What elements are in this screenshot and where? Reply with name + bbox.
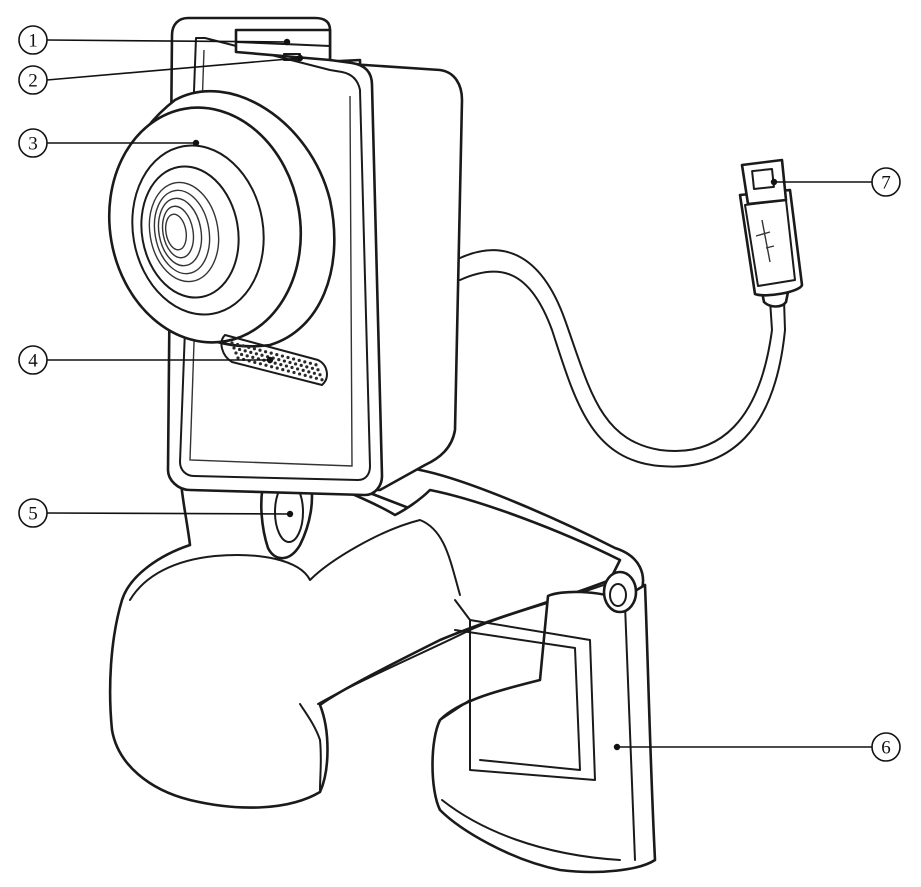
mic-hole xyxy=(303,373,307,377)
mic-hole xyxy=(230,341,234,345)
mic-hole xyxy=(260,353,264,357)
mic-hole xyxy=(245,354,249,358)
callout-7: 7 xyxy=(770,167,901,197)
mic-hole xyxy=(277,358,281,362)
mic-hole xyxy=(264,363,268,367)
mic-hole xyxy=(310,366,314,370)
usb-plug xyxy=(738,158,804,297)
microphone-grille xyxy=(220,334,328,386)
mic-hole xyxy=(273,361,277,365)
mic-hole xyxy=(234,351,238,355)
mic-hole xyxy=(275,366,279,370)
mic-hole xyxy=(286,369,290,373)
mic-hole xyxy=(280,354,284,358)
callout-circle-2 xyxy=(18,65,48,95)
callout-5: 5 xyxy=(18,498,294,528)
mic-hole xyxy=(258,348,262,352)
mic-hole xyxy=(269,351,273,355)
callout-2: 2 xyxy=(18,54,304,95)
mic-hole xyxy=(281,368,285,372)
mic-hole xyxy=(309,375,313,379)
mic-hole xyxy=(238,347,242,352)
leader-line-1 xyxy=(46,39,288,43)
mic-hole xyxy=(294,362,298,366)
mic-hole xyxy=(253,360,257,364)
mic-hole xyxy=(282,359,286,363)
leader-dot-2 xyxy=(296,54,304,62)
callout-3: 3 xyxy=(18,128,200,158)
leader-dot-7 xyxy=(770,178,778,186)
mic-hole xyxy=(232,346,236,350)
mic-hole xyxy=(303,360,307,364)
callout-number-5: 5 xyxy=(28,504,38,525)
leader-dot-4 xyxy=(266,356,274,364)
leader-dot-6 xyxy=(613,743,621,751)
mic-hole xyxy=(236,356,240,360)
mic-hole xyxy=(284,364,288,368)
mic-hole xyxy=(290,365,294,370)
mic-hole xyxy=(258,362,262,366)
mic-hole xyxy=(275,353,279,357)
mic-hole xyxy=(240,352,244,357)
callout-circle-7 xyxy=(871,167,901,197)
mic-hole xyxy=(270,365,274,369)
callout-number-1: 1 xyxy=(28,31,38,52)
callout-number-4: 4 xyxy=(28,351,38,372)
mic-hole xyxy=(316,368,320,372)
callout-circle-3 xyxy=(18,128,48,158)
callout-number-7: 7 xyxy=(881,173,891,194)
mic-hole xyxy=(307,370,311,374)
callout-4: 4 xyxy=(18,345,274,375)
callout-6: 6 xyxy=(613,732,901,762)
leader-dot-3 xyxy=(192,139,200,147)
leader-line-2 xyxy=(46,57,301,81)
mic-hole xyxy=(264,350,268,354)
mic-hole xyxy=(296,367,300,371)
leader-line-5 xyxy=(46,512,291,515)
callout-circle-1 xyxy=(18,25,48,55)
mic-hole xyxy=(301,368,305,372)
callout-circle-4 xyxy=(18,345,48,375)
stand-clip xyxy=(108,424,657,874)
mic-hole xyxy=(279,363,283,367)
mic-hole xyxy=(252,347,256,351)
callout-layer: 1 2 3 4 5 6 7 xyxy=(18,25,901,762)
mic-hole xyxy=(288,360,292,365)
leader-dot-1 xyxy=(283,38,291,46)
usb-cable xyxy=(459,249,792,468)
callout-number-6: 6 xyxy=(881,738,891,759)
mic-hole xyxy=(305,365,309,369)
mic-hole xyxy=(297,358,301,362)
leader-dot-5 xyxy=(286,510,294,518)
mic-hole xyxy=(320,378,324,382)
callout-1: 1 xyxy=(18,25,291,55)
mic-hole xyxy=(236,342,240,347)
lens-assembly xyxy=(107,89,336,348)
mic-hole xyxy=(243,349,247,353)
mic-hole xyxy=(292,370,296,375)
mic-hole xyxy=(292,357,296,361)
mic-hole xyxy=(308,361,312,365)
mic-hole xyxy=(254,352,258,356)
mic-hole xyxy=(251,355,255,359)
mic-hole xyxy=(314,363,318,367)
mic-hole xyxy=(249,350,253,354)
callout-circle-6 xyxy=(871,732,901,762)
callout-circle-5 xyxy=(18,498,48,528)
mic-hole xyxy=(286,355,290,360)
mic-hole xyxy=(299,363,303,367)
callout-number-2: 2 xyxy=(28,71,38,92)
mic-hole xyxy=(314,376,318,380)
mic-hole xyxy=(247,345,251,349)
mic-hole xyxy=(298,372,302,376)
mic-hole xyxy=(318,373,322,377)
callout-number-3: 3 xyxy=(28,134,38,155)
mic-hole xyxy=(241,344,245,348)
mic-hole xyxy=(312,371,316,375)
